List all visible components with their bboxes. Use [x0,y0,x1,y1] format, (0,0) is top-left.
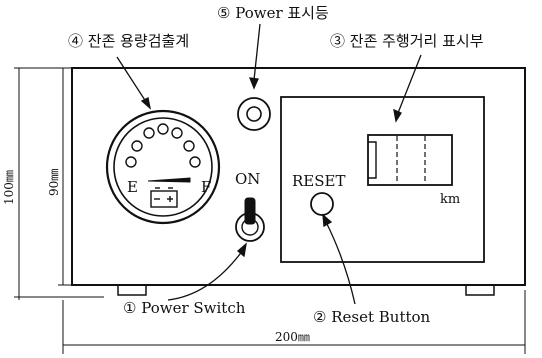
gauge-full-label: F [201,178,211,196]
reset-button[interactable] [310,192,334,216]
gauge-needle [147,177,191,183]
switch-on-label: ON [235,170,260,188]
arrow-distance-display-head [393,108,402,123]
remaining-distance-display [367,134,453,186]
unit-km-label: km [440,192,460,207]
gauge-empty-label: E [127,178,138,196]
dimension-height-inner: 90㎜ [47,169,61,196]
dimension-lines [14,67,526,354]
panel-housing [71,67,526,286]
arrow-reset-button-head [322,213,333,228]
dimension-height-outer: 100㎜ [2,170,16,205]
arrow-power-switch [167,249,244,301]
toggle-lever[interactable] [244,197,256,225]
label-remaining-distance-display: ③ 잔존 주행거리 표시부 [330,32,484,50]
label-remaining-capacity-gauge: ④ 잔존 용량검출계 [68,32,189,50]
arrow-power-indicator-head [248,77,259,90]
reset-label: RESET [292,172,345,190]
arrow-gauge-head [140,97,152,110]
power-switch[interactable] [235,197,265,242]
gauge-indicator-lamps [125,123,201,168]
display-panel [280,96,485,263]
arrow-reset-button [325,221,356,305]
arrow-power-switch-head [236,242,247,258]
dimension-width: 200㎜ [275,330,310,344]
power-indicator-lamp [237,97,271,131]
label-reset-button: ② Reset Button [313,308,431,326]
arrow-distance-display [397,54,422,114]
foot-right [465,285,495,296]
foot-left [117,285,147,296]
battery-icon [150,187,178,208]
remaining-capacity-gauge [105,109,221,225]
label-power-indicator: ⑤ Power 표시등 [217,4,329,22]
label-power-switch: ① Power Switch [123,299,246,317]
arrow-power-indicator [253,23,261,81]
